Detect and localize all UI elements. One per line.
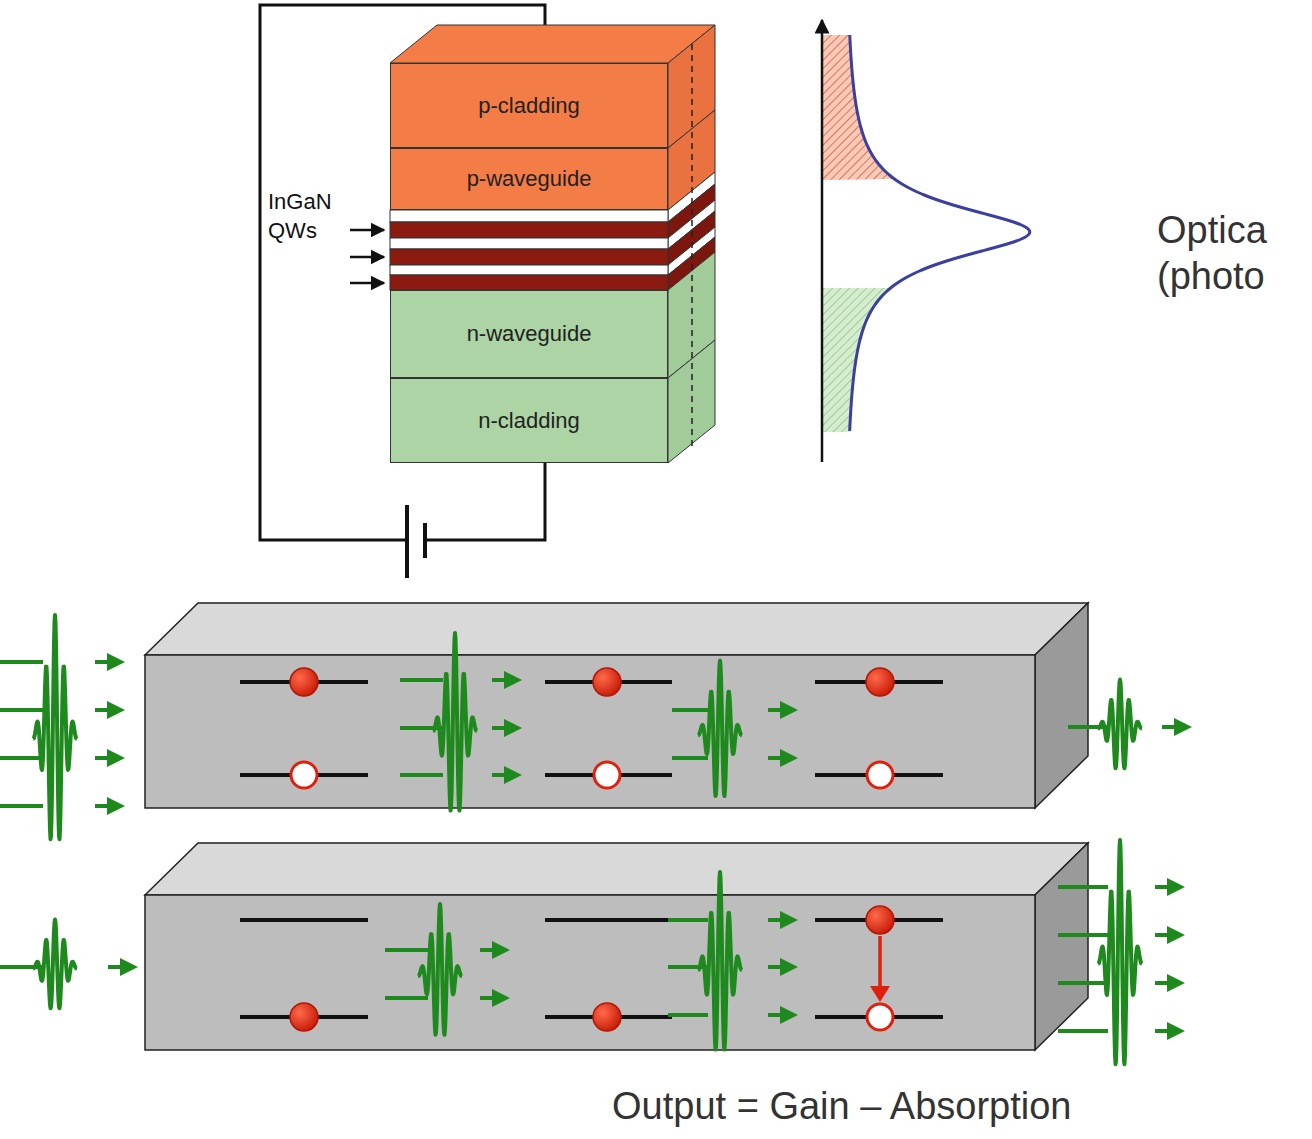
wave-tail	[672, 756, 708, 760]
arrow-head	[107, 653, 125, 671]
wave-packet	[672, 661, 798, 796]
wave-tail	[668, 918, 708, 922]
wave-oscillation	[433, 633, 477, 811]
mode-curve	[850, 35, 1030, 431]
arrow-head	[492, 989, 510, 1007]
wave-tail	[0, 804, 43, 808]
text-label: Optica (photo	[1157, 208, 1305, 299]
arrow-head	[1167, 878, 1185, 896]
wave-tail	[400, 678, 443, 682]
wave-tail	[385, 948, 428, 952]
gain-medium-bar	[145, 603, 1088, 808]
hole	[291, 762, 893, 1030]
wave-oscillation	[418, 904, 462, 1035]
wave-tail	[1058, 885, 1108, 889]
layer-box: p-cladding	[390, 63, 668, 148]
layer-name: n-cladding	[478, 408, 580, 434]
wave-packet	[385, 904, 510, 1035]
arrow-head	[1167, 1022, 1185, 1040]
wave-tail	[672, 708, 708, 712]
wave-tail	[0, 660, 43, 664]
wave-packet	[400, 633, 522, 811]
arrow-head	[120, 958, 138, 976]
wave-packet	[0, 615, 125, 839]
arrow-head	[504, 719, 522, 737]
text-label: InGaN QWs	[268, 188, 350, 245]
arrow-head	[780, 911, 798, 929]
arrow-head	[492, 941, 510, 959]
arrow-head	[780, 701, 798, 719]
gain-medium-bar	[145, 843, 1088, 1050]
arrow-head	[780, 958, 798, 976]
arrow-head	[780, 749, 798, 767]
layer-name: p-waveguide	[467, 166, 592, 192]
wave-tail	[1058, 933, 1108, 937]
battery-plate	[423, 523, 427, 558]
wave-oscillation	[1098, 680, 1142, 769]
wave-packet	[1068, 680, 1192, 769]
wave-tail	[0, 756, 43, 760]
transition-arrow	[870, 936, 890, 1002]
wave-tail	[0, 708, 43, 712]
wave-tail	[1058, 981, 1108, 985]
arrow-head	[504, 766, 522, 784]
battery-plate	[405, 505, 409, 578]
mode-profile	[822, 35, 1030, 432]
layer-box: p-waveguide	[390, 148, 668, 210]
layer-name: n-waveguide	[467, 321, 592, 347]
wave-oscillation	[1098, 840, 1142, 1064]
wave-tail	[400, 773, 443, 777]
wave-oscillation	[698, 872, 742, 1050]
side-face	[668, 25, 715, 463]
axis	[821, 20, 824, 462]
wave-packets	[0, 615, 1192, 1064]
arrow-head	[504, 671, 522, 689]
text-label: Output = Gain – Absorption	[612, 1084, 1302, 1130]
energy-level	[240, 682, 943, 1017]
wave-tail	[385, 996, 428, 1000]
wave-tail	[1058, 1029, 1108, 1033]
arrow-head	[1167, 926, 1185, 944]
quantum-wells	[390, 210, 668, 290]
arrow-head	[107, 701, 125, 719]
electron	[290, 668, 894, 1031]
wave-oscillation	[33, 615, 77, 839]
shaded-region	[822, 35, 894, 180]
wave-tail	[668, 1013, 708, 1017]
arrow-head	[107, 797, 125, 815]
arrow-head	[1167, 974, 1185, 992]
qw-pointer	[350, 230, 384, 283]
wave-packet	[668, 872, 798, 1050]
dashed-line	[691, 44, 693, 450]
top-face	[390, 25, 715, 63]
arrow-head	[1174, 718, 1192, 736]
layer-box: n-waveguide	[390, 290, 668, 378]
wave-packet	[0, 920, 138, 1009]
arrow-head	[780, 1006, 798, 1024]
arrow-head	[107, 749, 125, 767]
wave-packet	[1058, 840, 1185, 1064]
wave-oscillation	[698, 661, 742, 796]
wave-oscillation	[33, 920, 77, 1009]
layer-name: p-cladding	[478, 93, 580, 119]
layer-box: n-cladding	[390, 378, 668, 463]
